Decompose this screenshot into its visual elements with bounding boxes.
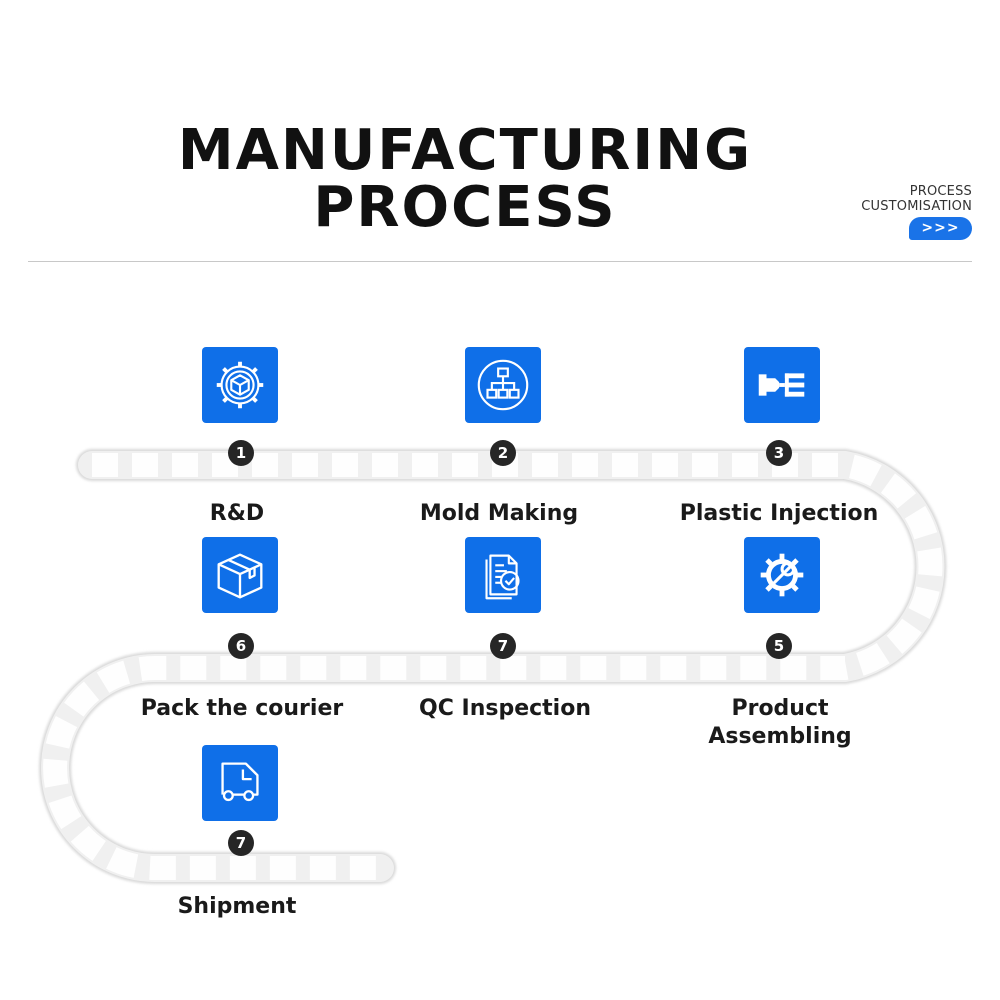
header-divider [28, 261, 972, 262]
step-3-badge: 3 [766, 440, 792, 466]
wrench-gear-icon [760, 553, 804, 597]
title-line-1: MANUFACTURING [177, 118, 753, 183]
title-line-2: PROCESS [313, 175, 617, 240]
document-check-icon [485, 554, 520, 600]
gear-cube-icon [216, 361, 264, 409]
package-box-icon [217, 553, 263, 599]
step-2-badge: 2 [490, 440, 516, 466]
step-3-label: Plastic Injection [679, 501, 879, 526]
step-1-tile [202, 347, 278, 423]
step-1-badge: 1 [228, 440, 254, 466]
step-6-tile [202, 537, 278, 613]
page-title: MANUFACTURING PROCESS [140, 122, 790, 236]
step-2-tile [465, 347, 541, 423]
injection-machine-icon [758, 373, 805, 397]
customise-line-1: PROCESS [909, 184, 972, 199]
step-6-label: Pack the courier [140, 696, 344, 721]
step-1-label: R&D [209, 501, 265, 526]
hierarchy-icon [477, 359, 529, 411]
step-qc-badge: 7 [490, 633, 516, 659]
delivery-truck-icon [221, 762, 259, 802]
customisation-arrow-button[interactable]: >>> [909, 217, 972, 240]
step-7-badge: 7 [228, 830, 254, 856]
step-qc-label: QC Inspection [419, 696, 591, 721]
step-5-badge: 5 [766, 633, 792, 659]
step-3-tile [744, 347, 820, 423]
step-7-tile [202, 745, 278, 821]
step-2-label: Mold Making [419, 501, 579, 526]
step-5-label: Product Assembling [708, 696, 852, 749]
step-5-tile [744, 537, 820, 613]
step-qc-tile [465, 537, 541, 613]
process-customisation-link[interactable]: PROCESS CUSTOMISATION [861, 184, 972, 214]
customise-line-2: CUSTOMISATION [861, 199, 972, 214]
step-6-badge: 6 [228, 633, 254, 659]
step-7-label: Shipment [177, 894, 297, 919]
